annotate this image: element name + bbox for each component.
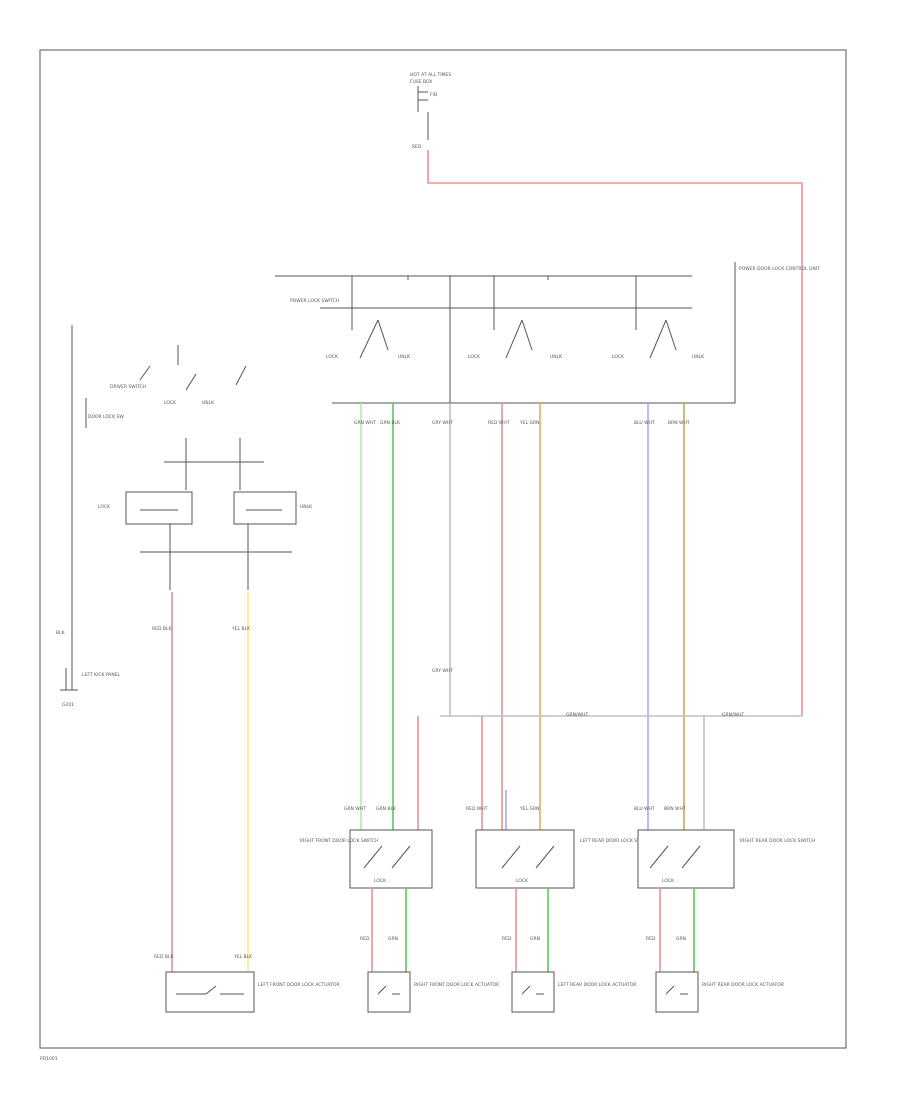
actuator-3-label: LEFT REAR DOOR LOCK ACTUATOR: [558, 982, 637, 988]
switch-1-title: RIGHT FRONT DOOR LOCK SWITCH: [300, 838, 378, 844]
left-rear-door-lock-actuator: LEFT REAR DOOR LOCK ACTUATOR: [511, 971, 637, 1013]
fuse-box-label: FUSE BOX: [410, 79, 432, 85]
right-rear-door-lock-actuator: RIGHT REAR DOOR LOCK ACTUATOR: [655, 971, 784, 1013]
fuse-details-label: F/B: [430, 92, 437, 98]
wire-sw-3b-label: BRN WHT: [664, 806, 686, 812]
wire-drv-yellow-label: YEL BLK: [231, 626, 251, 632]
ground-mid-label: GRN/WHT: [566, 712, 588, 718]
wire-cu-4-label: RED WHT: [488, 420, 510, 426]
wire-sw-1b-label: GRN BLK: [376, 806, 397, 812]
control-unit-label: POWER DOOR LOCK CONTROL UNIT: [739, 266, 820, 272]
hot-at-all-times-label: HOT AT ALL TIMES: [410, 72, 451, 78]
right-front-door-lock-switch: RIGHT FRONT DOOR LOCK SWITCH LOCK: [300, 829, 433, 889]
control-unit: POWER DOOR LOCK CONTROL UNIT POWER LOCK …: [275, 262, 820, 404]
right-rear-door-lock-switch: RIGHT REAR DOOR LOCK SWITCH LOCK: [637, 829, 815, 889]
driver-switch-title: DRIVER SWITCH: [110, 384, 146, 390]
ground-wire-label: BLK: [56, 630, 66, 636]
wire-sw-1a-label: GRN WHT: [344, 806, 366, 812]
left-front-door-lock-actuator: LEFT FRONT DOOR LOCK ACTUATOR: [165, 971, 340, 1013]
switch-3-title: RIGHT REAR DOOR LOCK SWITCH: [740, 838, 815, 844]
relay-lock-3-label: LOCK: [612, 354, 625, 360]
wire-red-top-label: RED: [412, 144, 422, 150]
switch-2-lock-label: LOCK: [516, 878, 529, 884]
wire-cu-6-label: BLU WHT: [634, 420, 655, 426]
unlock-switch-label: UNLK: [202, 400, 215, 406]
lock-switch-label: LOCK: [164, 400, 177, 406]
switch-2-title: LEFT REAR DOOR LOCK SWITCH: [580, 838, 652, 844]
wire-act-yellow-label: YEL BLK: [233, 954, 253, 960]
actuator-1-label: LEFT FRONT DOOR LOCK ACTUATOR: [258, 982, 340, 988]
relay-lock-2-label: LOCK: [468, 354, 481, 360]
wire-red-feed: [427, 150, 803, 716]
wire-mid-gray-label: GRY WHT: [432, 668, 453, 674]
power-lock-switch-label: POWER LOCK SWITCH: [290, 298, 339, 304]
fuse-box: HOT AT ALL TIMES FUSE BOX F/B RED: [410, 72, 451, 150]
wire-cu-3-label: GRY WHT: [432, 420, 453, 426]
relay-unlock-2-label: UNLK: [550, 354, 563, 360]
wire-sw-3a-label: BLU WHT: [634, 806, 655, 812]
ground-g-label: G201: [62, 702, 74, 708]
ground-left: BLK LEFT KICK PANEL G201: [56, 630, 121, 708]
actuator-4-label: RIGHT REAR DOOR LOCK ACTUATOR: [702, 982, 784, 988]
relay-unlock-1-label: UNLK: [398, 354, 411, 360]
wire-cu-5-label: YEL GRN: [519, 420, 540, 426]
wire-red-3-label: RED: [646, 936, 656, 942]
wire-cu-7-label: BRN WHT: [668, 420, 690, 426]
diagram-footer: PD1001: [40, 1056, 58, 1062]
wire-act-red-label: RED BLK: [154, 954, 174, 960]
relay-unlock-3-label: UNLK: [692, 354, 705, 360]
driver-switch: DRIVER SWITCH DOOR LOCK SW LOCK UNLK LOC…: [71, 325, 313, 690]
wire-sw-2b-label: YEL GRN: [519, 806, 540, 812]
door-lock-switch-label: DOOR LOCK SW: [88, 414, 124, 420]
wire-sw-2a-label: RED WHT: [466, 806, 488, 812]
switch-1-lock-label: LOCK: [374, 878, 387, 884]
dlm-unlock-label: UNLK: [300, 504, 313, 510]
wire-green-3-label: GRN: [676, 936, 686, 942]
right-front-door-lock-actuator: RIGHT FRONT DOOR LOCK ACTUATOR: [367, 971, 499, 1013]
left-rear-door-lock-switch: LEFT REAR DOOR LOCK SWITCH LOCK: [475, 829, 652, 889]
wire-green-2-label: GRN: [530, 936, 540, 942]
wire-cu-1-label: GRN WHT: [354, 420, 376, 426]
dlm-lock-label: LOCK: [98, 504, 111, 510]
wire-green-1-label: GRN: [388, 936, 398, 942]
ground-right-label: GRN/WHT: [722, 712, 744, 718]
relay-lock-1-label: LOCK: [326, 354, 339, 360]
ground-desc-label: LEFT KICK PANEL: [82, 672, 121, 678]
wire-drv-red-label: RED BLK: [152, 626, 172, 632]
diagram-frame: [39, 49, 847, 1049]
wire-cu-2-label: GRN BLK: [380, 420, 401, 426]
actuator-2-label: RIGHT FRONT DOOR LOCK ACTUATOR: [414, 982, 499, 988]
wire-red-1-label: RED: [360, 936, 370, 942]
wire-red-2-label: RED: [502, 936, 512, 942]
switch-3-lock-label: LOCK: [662, 878, 675, 884]
